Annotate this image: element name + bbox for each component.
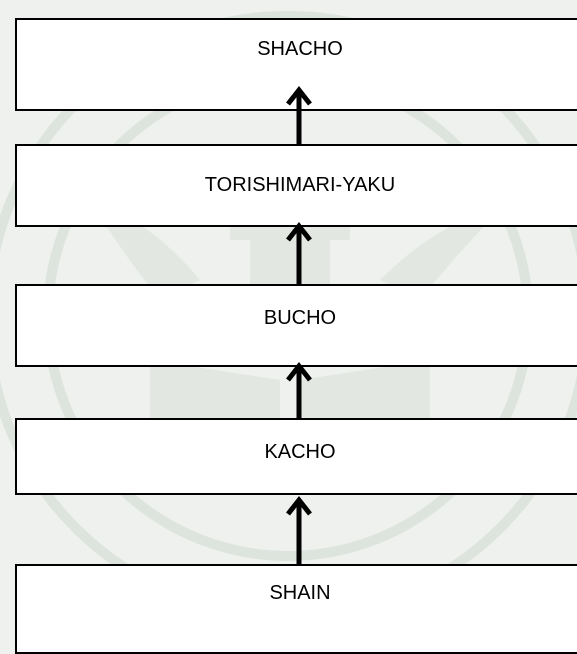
arrow-up-icon — [286, 495, 312, 564]
level-label-torishimari-yaku: TORISHIMARI-YAKU — [204, 174, 396, 196]
level-label-kacho: KACHO — [264, 441, 336, 463]
arrow-up-icon — [286, 85, 312, 144]
level-box-kacho: KACHO — [15, 418, 577, 495]
level-box-bucho: BUCHO — [15, 284, 577, 367]
level-label-bucho: BUCHO — [263, 307, 337, 329]
arrow-up-icon — [286, 361, 312, 418]
level-label-shacho: SHACHO — [257, 38, 343, 60]
arrow-up-icon — [286, 221, 312, 284]
level-box-torishimari-yaku: TORISHIMARI-YAKU — [15, 144, 577, 227]
level-label-shain: SHAIN — [269, 582, 331, 604]
level-box-shain: SHAIN — [15, 564, 577, 654]
